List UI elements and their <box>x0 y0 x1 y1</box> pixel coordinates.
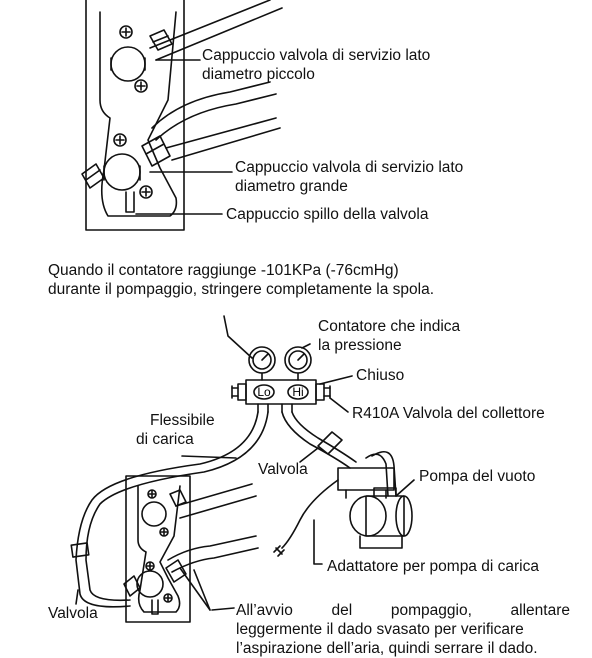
adapter-label: Adattatore per pompa di carica <box>327 558 539 575</box>
lo-label: Lo <box>257 385 271 399</box>
small-cap-label-line2: diametro piccolo <box>202 66 315 83</box>
small-valve <box>110 25 173 93</box>
leader-closed <box>319 375 353 385</box>
hi-label: Hi <box>292 385 303 399</box>
leader-flare-nut-1 <box>179 567 211 611</box>
top-mounting-panel <box>85 0 185 231</box>
top-service-valve-illustration <box>81 0 283 231</box>
leader-valve-left <box>75 589 79 605</box>
leader-valve-mid <box>299 447 319 463</box>
closed-label: Chiuso <box>356 367 405 384</box>
gauge-label-line1: Contatore che indica <box>318 318 461 335</box>
vacuum-pump <box>273 467 413 557</box>
note-line3: l’aspirazione dell’aria, quindi serrare … <box>236 640 538 657</box>
leader-hose <box>181 455 237 459</box>
manifold-label: R410A Valvola del collettore <box>352 405 545 422</box>
hose-label-line1: Flessibile <box>150 412 215 429</box>
large-valve <box>81 133 171 213</box>
left-hose-valve <box>70 542 90 558</box>
note-line2: leggermente il dado svasato per verifica… <box>236 621 524 638</box>
instruction-line2: durante il pompaggio, stringere completa… <box>48 281 435 298</box>
adapter-box <box>337 467 395 491</box>
gauge-manifold <box>231 346 331 413</box>
pin-cap-label: Cappuccio spillo della valvola <box>226 206 429 223</box>
instruction-line1: Quando il contatore raggiunge -101KPa (-… <box>48 262 399 279</box>
leader-vacuum-pump <box>395 479 415 497</box>
charge-hose <box>70 411 269 608</box>
mid-hose-valve <box>317 431 343 455</box>
valve-left-label: Valvola <box>48 605 98 622</box>
leader-flare-nut-2 <box>193 569 211 611</box>
leader-adapter <box>313 519 323 565</box>
small-cap-label-line1: Cappuccio valvola di servizio lato <box>202 47 431 64</box>
pump-hose <box>281 411 397 497</box>
gauge-label-line2: la pressione <box>318 337 402 354</box>
large-cap-label-line1: Cappuccio valvola di servizio lato <box>235 159 464 176</box>
vacuum-pump-label: Pompa del vuoto <box>419 468 536 485</box>
leader-manifold <box>329 397 349 413</box>
hose-label-line2: di carica <box>136 431 194 448</box>
valve-mid-label: Valvola <box>258 461 308 478</box>
large-cap-label-line2: diametro grande <box>235 178 348 195</box>
bottom-service-valve-illustration <box>123 475 259 623</box>
note-line1: All’avvio del pompaggio, allentare <box>236 602 570 619</box>
